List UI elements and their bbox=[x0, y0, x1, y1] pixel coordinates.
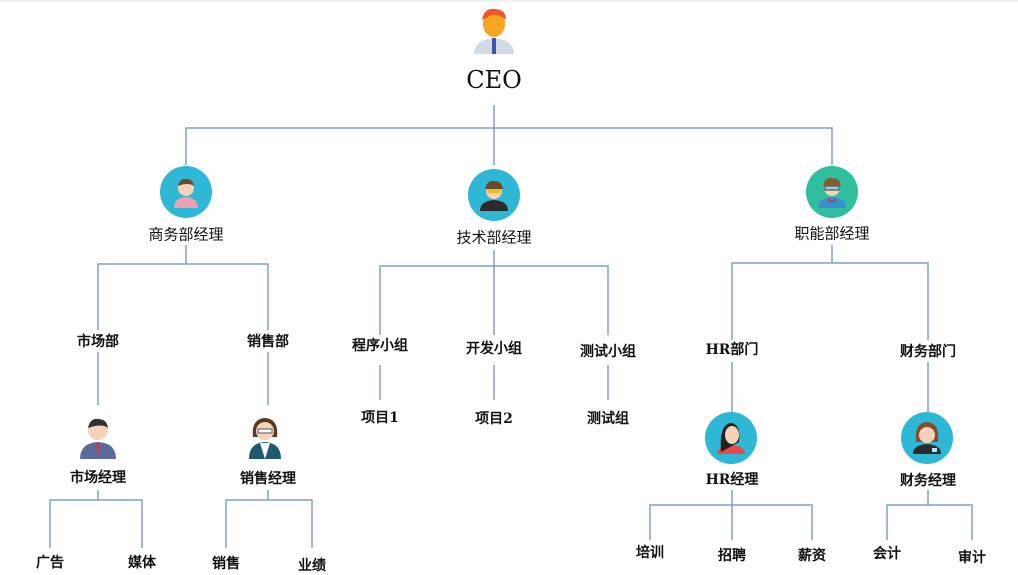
group-testing: 测试小组 bbox=[580, 344, 636, 360]
task-payroll: 薪资 bbox=[798, 548, 826, 564]
dept-finance: 财务部门 bbox=[900, 344, 956, 360]
task-recruiting: 招聘 bbox=[718, 548, 746, 564]
task-audit: 审计 bbox=[958, 550, 986, 566]
tech-manager-avatar-icon bbox=[468, 169, 520, 221]
task-sales: 销售 bbox=[212, 556, 240, 572]
task-accounting: 会计 bbox=[873, 546, 901, 562]
manager-label-tech: 技术部经理 bbox=[456, 228, 532, 247]
item-project-1: 项目1 bbox=[361, 410, 399, 426]
top-strip bbox=[0, 0, 1018, 2]
hr-manager-avatar-icon bbox=[705, 412, 757, 464]
task-performance: 业绩 bbox=[298, 558, 326, 574]
dept-sales: 销售部 bbox=[247, 334, 289, 350]
lead-hr-manager: HR经理 bbox=[705, 472, 759, 488]
dept-hr: HR部门 bbox=[705, 342, 759, 358]
manager-label-functional: 职能部经理 bbox=[794, 224, 870, 243]
lead-sales-manager: 销售经理 bbox=[240, 471, 296, 487]
task-training: 培训 bbox=[636, 545, 664, 561]
dept-market: 市场部 bbox=[77, 334, 119, 350]
group-development: 开发小组 bbox=[466, 341, 522, 357]
market-manager-avatar-icon bbox=[80, 418, 116, 459]
task-ads: 广告 bbox=[36, 555, 64, 571]
task-media: 媒体 bbox=[128, 555, 156, 571]
sales-manager-avatar-icon bbox=[249, 418, 281, 459]
item-test-team: 测试组 bbox=[587, 411, 629, 427]
ceo-avatar-icon bbox=[474, 8, 514, 54]
group-programming: 程序小组 bbox=[352, 338, 408, 354]
lead-finance-manager: 财务经理 bbox=[900, 473, 956, 489]
manager-label-business: 商务部经理 bbox=[148, 225, 224, 244]
business-manager-avatar-icon bbox=[160, 166, 212, 218]
item-project-2: 项目2 bbox=[475, 411, 513, 427]
lead-market-manager: 市场经理 bbox=[70, 470, 126, 486]
ceo-label: CEO bbox=[466, 66, 522, 94]
functional-manager-avatar-icon bbox=[806, 166, 858, 218]
finance-manager-avatar-icon bbox=[901, 412, 953, 464]
